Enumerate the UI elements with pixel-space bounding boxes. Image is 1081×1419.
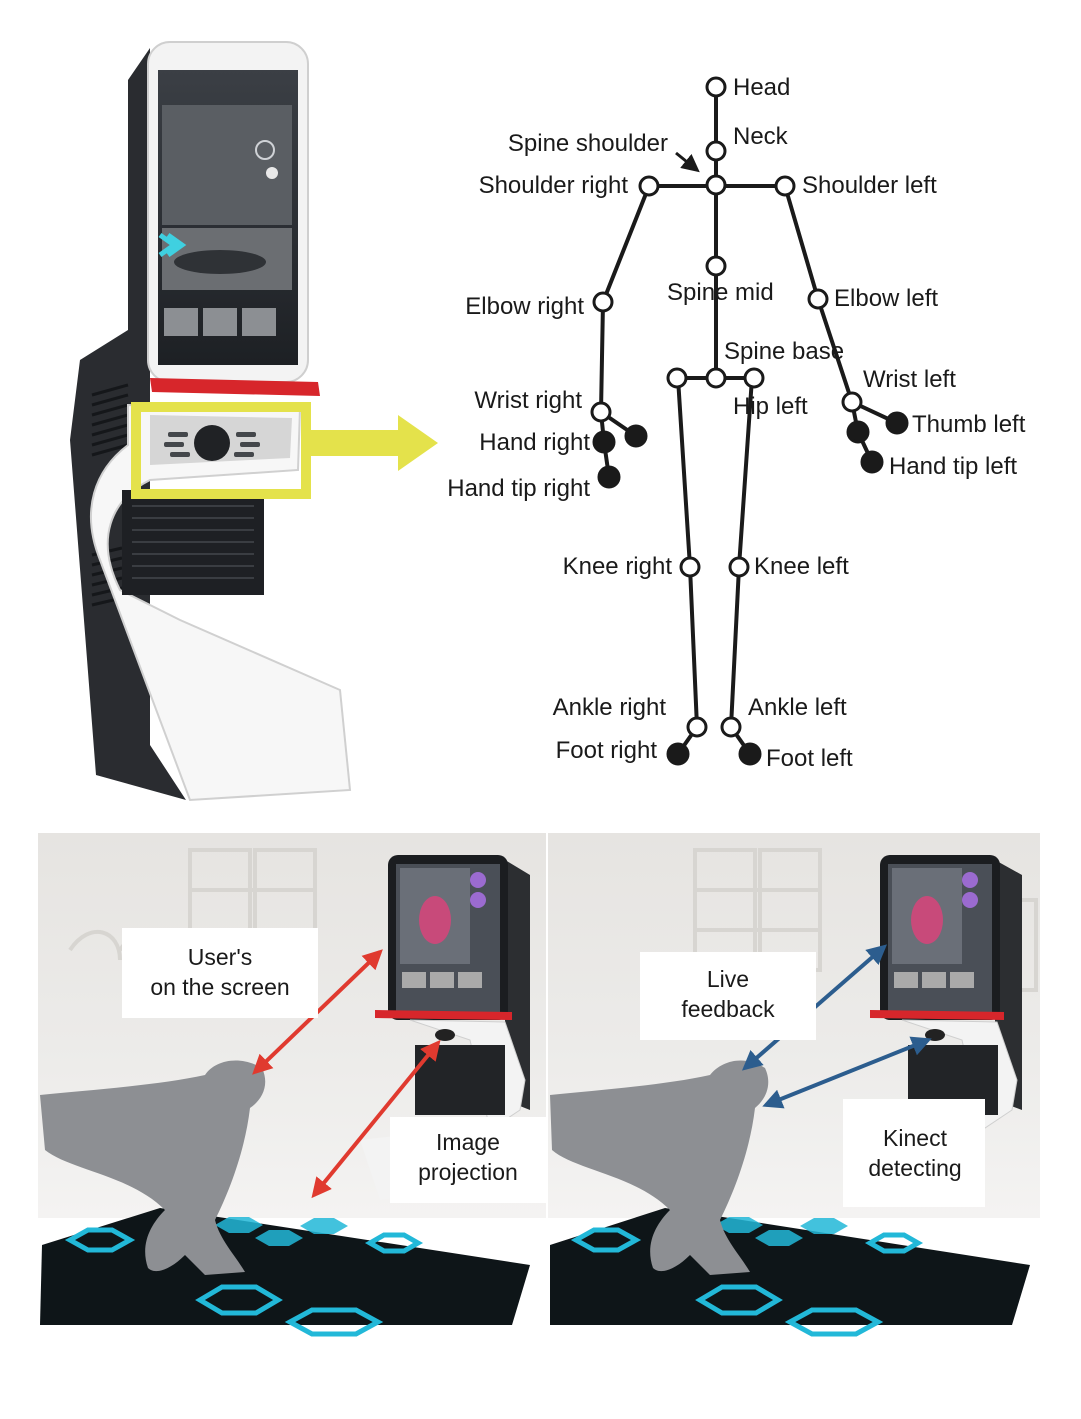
label-ankle-right: Ankle right xyxy=(553,694,667,721)
joint-knee-left xyxy=(728,556,750,578)
kiosk-illustration xyxy=(70,41,438,802)
skeleton-joints xyxy=(590,76,909,766)
label-hand-tip-right: Hand tip right xyxy=(447,475,590,502)
label-spine-base: Spine base xyxy=(724,338,844,365)
joint-wrist-left xyxy=(841,391,863,413)
floor-hexagons-right xyxy=(570,1227,924,1337)
callout-live-line2: feedback xyxy=(681,996,775,1022)
joint-knee-right xyxy=(679,556,701,578)
label-neck: Neck xyxy=(733,123,789,150)
joint-shoulder-right xyxy=(638,175,660,197)
kiosk-screen-thumb-2 xyxy=(203,308,237,336)
joint-shoulder-left xyxy=(774,175,796,197)
callout-image-projection: Image projection xyxy=(390,1117,546,1203)
floor-hexagons-left xyxy=(64,1227,424,1337)
arrow-image-projection xyxy=(311,1039,441,1199)
label-head: Head xyxy=(733,74,790,101)
label-knee-right: Knee right xyxy=(563,553,673,580)
label-thumb-left: Thumb left xyxy=(912,411,1026,438)
joint-hip-right xyxy=(666,367,688,389)
joint-hand-tip-right xyxy=(597,465,621,489)
label-hip-left: Hip left xyxy=(733,393,808,420)
joint-elbow-left xyxy=(807,288,829,310)
kiosk-screen-timer-icon xyxy=(255,140,275,160)
arrow-kinect-detecting xyxy=(762,1036,932,1109)
kiosk-screen-chevron-icon xyxy=(158,232,187,258)
highlight-box xyxy=(131,402,311,499)
callout-users-on-screen: User's on the screen xyxy=(122,928,318,1018)
joint-thumb-left xyxy=(885,411,909,435)
kiosk-panel-buttons xyxy=(164,432,260,457)
label-shoulder-left: Shoulder left xyxy=(802,172,937,199)
joint-wrist-right xyxy=(590,401,612,423)
label-wrist-left: Wrist left xyxy=(863,366,956,393)
kiosk-speaker-grille xyxy=(132,505,254,579)
scene-right: Live feedback Kinect detecting xyxy=(548,833,1040,1337)
scene-left: User's on the screen Image projection xyxy=(38,833,546,1337)
scene-divider xyxy=(546,833,548,1328)
callout-image-line1: Image xyxy=(436,1129,500,1155)
callout-users-line1: User's xyxy=(188,944,252,970)
kiosk-screen-upper-panel xyxy=(162,105,292,225)
joint-foot-left xyxy=(738,742,762,766)
scene-right-silhouette xyxy=(550,1060,769,1275)
kiosk-kinect-sensor xyxy=(194,425,230,461)
floor-projection-left xyxy=(40,1208,530,1325)
scene-left-silhouette xyxy=(40,1060,266,1275)
joint-hand-left xyxy=(846,420,870,444)
joint-hand-tip-left xyxy=(860,450,884,474)
kiosk-red-shelf xyxy=(150,378,320,396)
scene-panels: User's on the screen Image projection xyxy=(38,833,1040,1337)
label-hand-tip-left: Hand tip left xyxy=(889,453,1017,480)
label-foot-left: Foot left xyxy=(766,745,853,772)
label-shoulder-right: Shoulder right xyxy=(479,172,629,199)
joint-spine-base xyxy=(705,367,727,389)
label-knee-left: Knee left xyxy=(754,553,849,580)
callout-users-line2: on the screen xyxy=(150,974,289,1000)
joint-hand-right xyxy=(592,430,616,454)
joint-ankle-left xyxy=(720,716,742,738)
skeleton-diagram: Head Neck Spine shoulder Shoulder right … xyxy=(447,74,1025,772)
callout-kinect-line2: detecting xyxy=(868,1155,961,1181)
callout-kinect-detecting: Kinect detecting xyxy=(843,1099,985,1207)
callout-image-line2: projection xyxy=(418,1159,518,1185)
joint-spine-mid xyxy=(705,255,727,277)
floor-projection-right xyxy=(550,1208,1030,1325)
label-spine-shoulder: Spine shoulder xyxy=(508,130,668,157)
label-elbow-right: Elbow right xyxy=(465,293,584,320)
joint-hip-left xyxy=(743,367,765,389)
joint-head xyxy=(705,76,727,98)
joint-elbow-right xyxy=(592,291,614,313)
label-foot-right: Foot right xyxy=(556,737,658,764)
joint-ankle-right xyxy=(686,716,708,738)
label-hand-right: Hand right xyxy=(479,429,590,456)
kiosk-screen-thumb-1 xyxy=(164,308,198,336)
spine-shoulder-pointer xyxy=(675,151,700,173)
joint-neck xyxy=(705,140,727,162)
kiosk-screen-thumb-3 xyxy=(242,308,276,336)
callout-live-feedback: Live feedback xyxy=(640,952,816,1040)
joint-thumb-right xyxy=(624,424,648,448)
label-wrist-right: Wrist right xyxy=(474,387,582,414)
joint-foot-right xyxy=(666,742,690,766)
label-ankle-left: Ankle left xyxy=(748,694,847,721)
joint-spine-shoulder xyxy=(705,174,727,196)
callout-live-line1: Live xyxy=(707,966,749,992)
kiosk-screen-badge-icon xyxy=(266,167,278,179)
label-spine-mid: Spine mid xyxy=(667,279,774,306)
callout-kinect-line1: Kinect xyxy=(883,1125,948,1151)
kiosk-screen-person xyxy=(174,250,266,274)
label-elbow-left: Elbow left xyxy=(834,285,938,312)
highlight-arrow xyxy=(310,415,438,471)
